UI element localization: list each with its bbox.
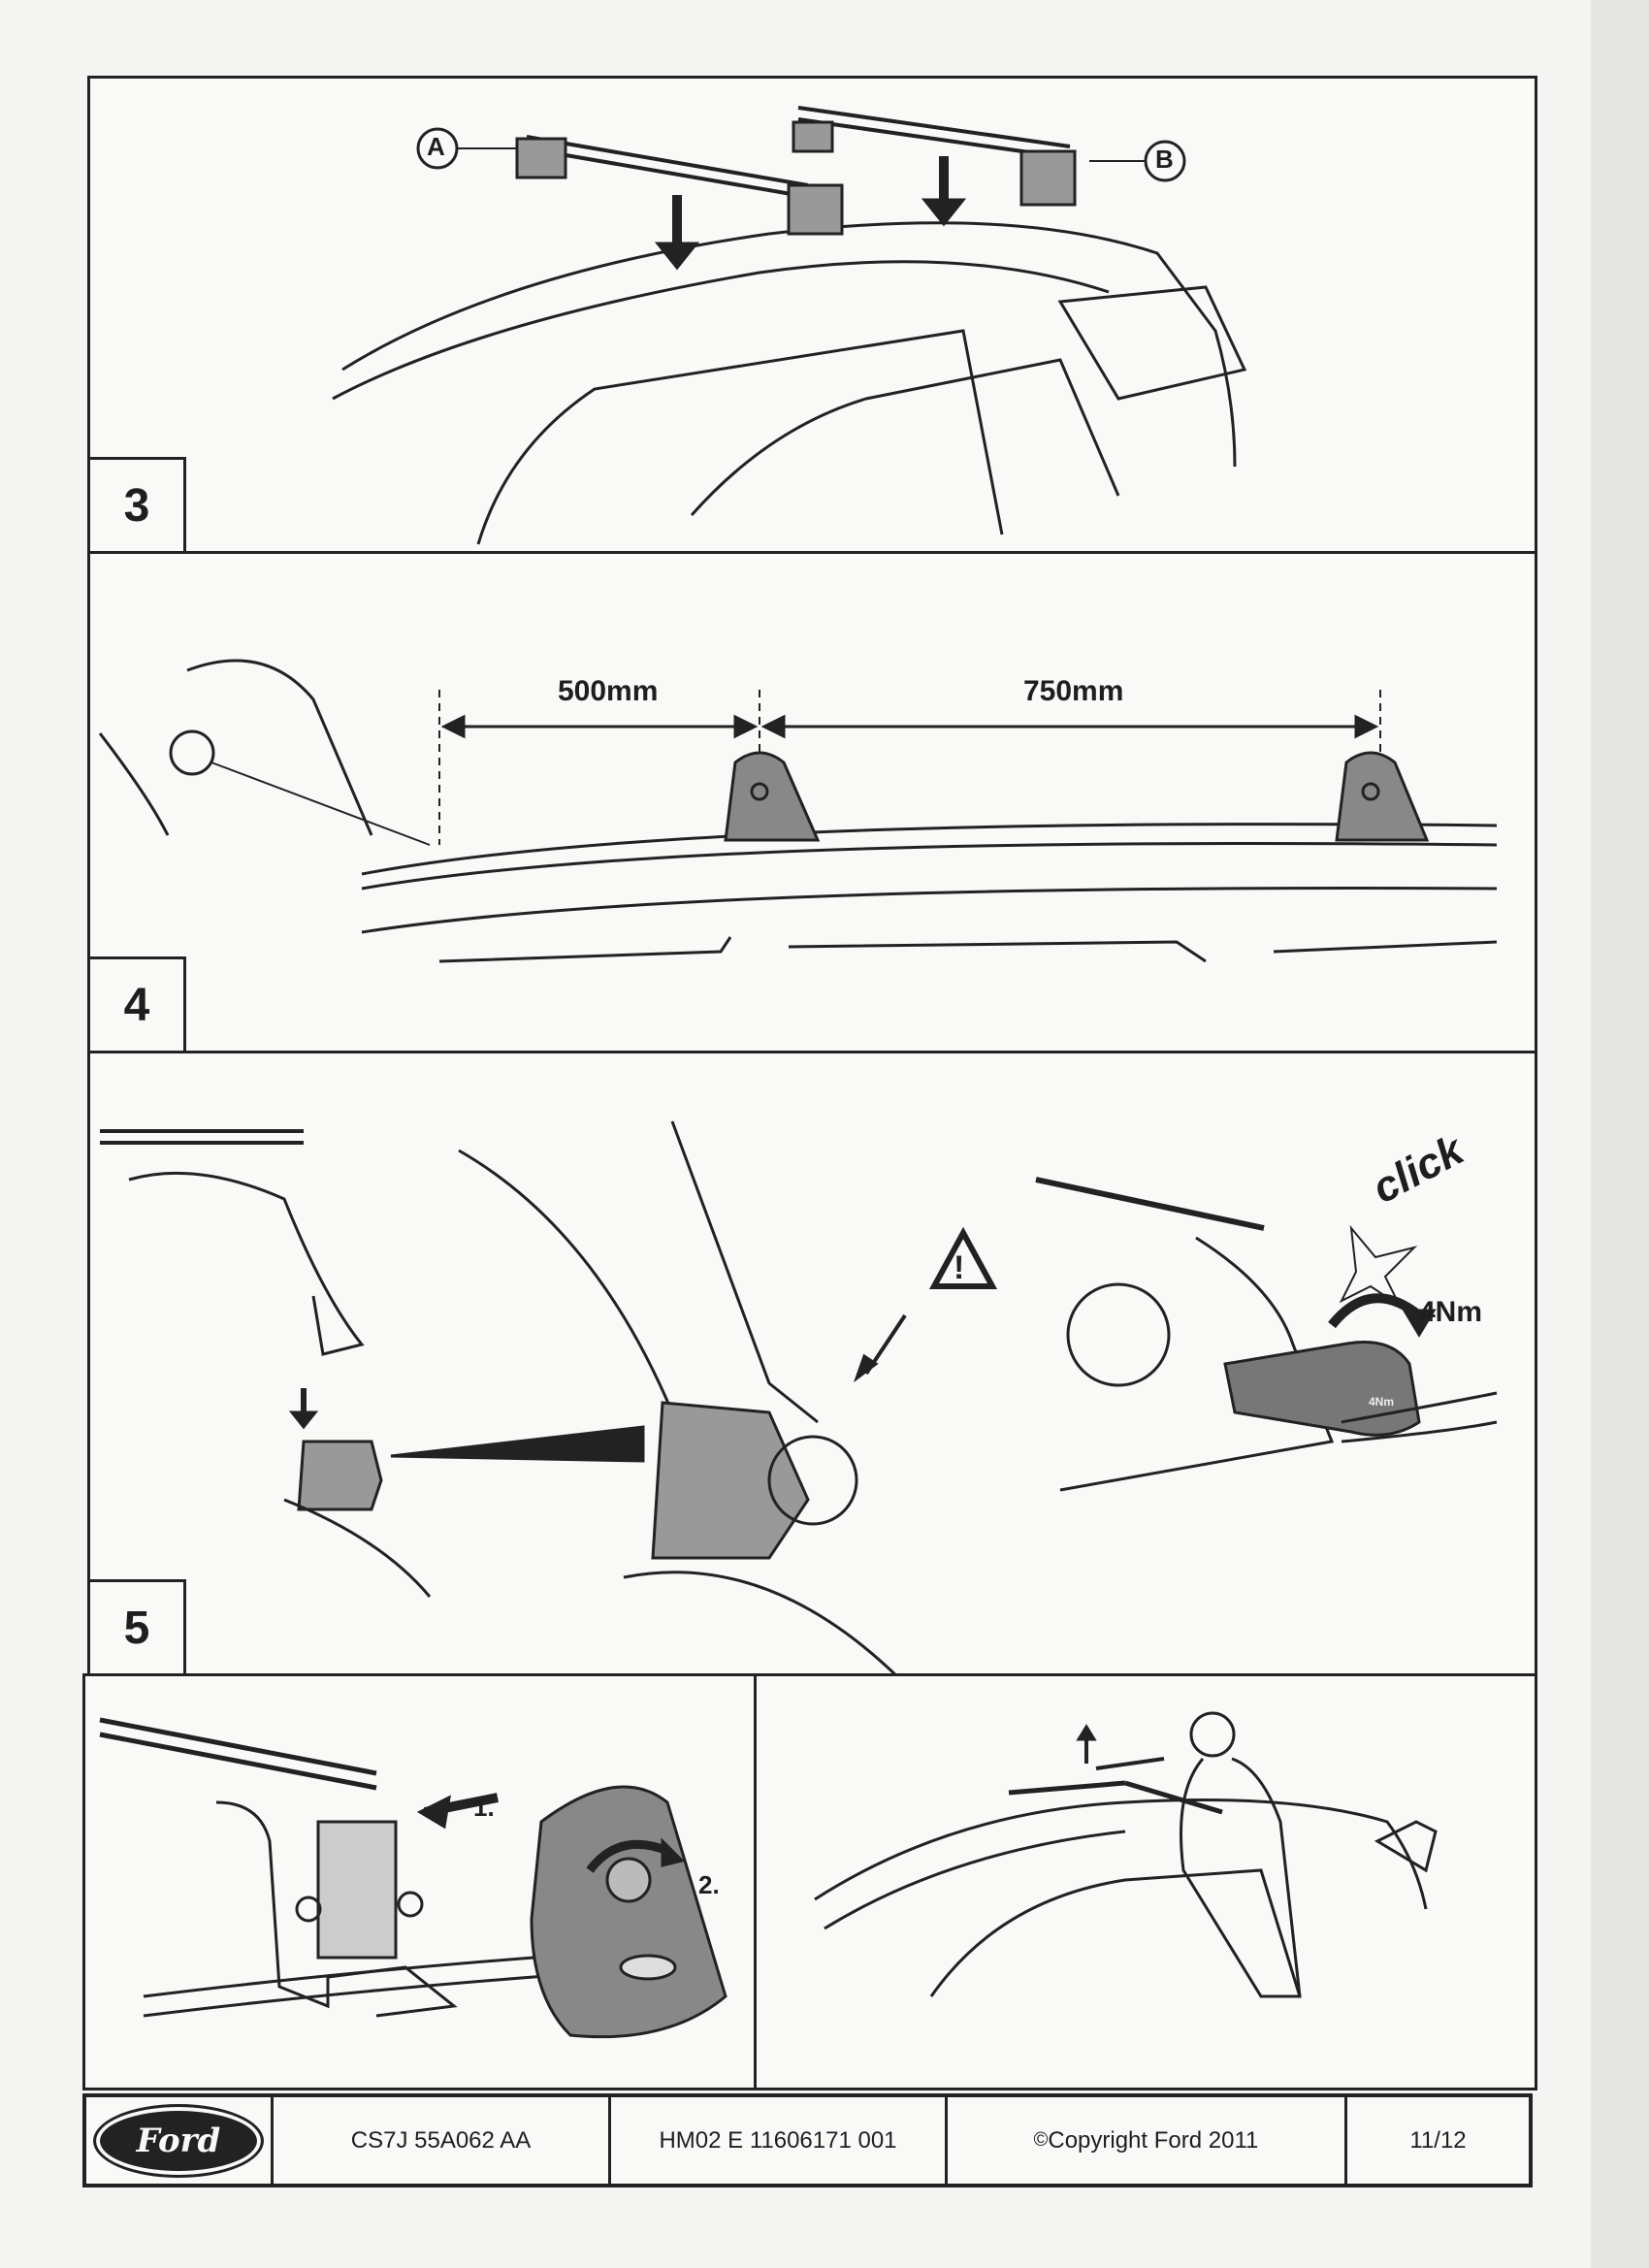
step-5-panel: ! click 4Nm 4Nm 5 [87,1051,1537,1679]
step-number: 5 [87,1579,186,1676]
foot-spacing-illustration [98,659,1498,963]
step-6-right-panel [754,1673,1537,2090]
distance-rear-label: 750mm [1023,675,1124,707]
copyright-symbol: © [1033,2129,1049,2151]
ford-logo: Ford [93,2103,264,2178]
document-number: HM02 E 11606171 001 [611,2097,948,2184]
callout-a: A [427,132,445,161]
step-3-panel: A B 3 [87,76,1537,554]
step-6-left-panel: 1. 2. [82,1673,757,2090]
step-number: 3 [87,457,186,554]
roof-bars-placement-illustration [332,106,1247,545]
torque-label: 4Nm [1419,1296,1483,1328]
page-number: 11/12 [1409,2126,1467,2154]
distance-front-label: 500mm [558,675,659,707]
copyright-text: Copyright Ford 2011 [1048,2126,1259,2154]
document-footer: Ford CS7J 55A062 AA HM02 E 11606171 001 … [82,2093,1533,2187]
page-edge [1591,0,1649,2268]
callout-b: B [1155,145,1174,174]
tool-torque-label: 4Nm [1369,1395,1395,1409]
step-4-panel: 500mm 750mm 4 [87,551,1537,1053]
svg-text:!: ! [954,1249,964,1286]
part-number: CS7J 55A062 AA [274,2097,611,2184]
copyright: © Copyright Ford 2011 [948,2097,1347,2184]
action-2-label: 2. [698,1870,720,1899]
check-bars-illustration [814,1711,1438,1998]
ford-logo-text: Ford [136,2121,221,2160]
foot-fitting-illustration: ! [100,1120,1498,1679]
action-1-label: 1. [473,1793,495,1822]
step-number: 4 [87,956,186,1053]
lock-cover-illustration [99,1717,728,2039]
ford-logo-cell: Ford [86,2097,274,2184]
